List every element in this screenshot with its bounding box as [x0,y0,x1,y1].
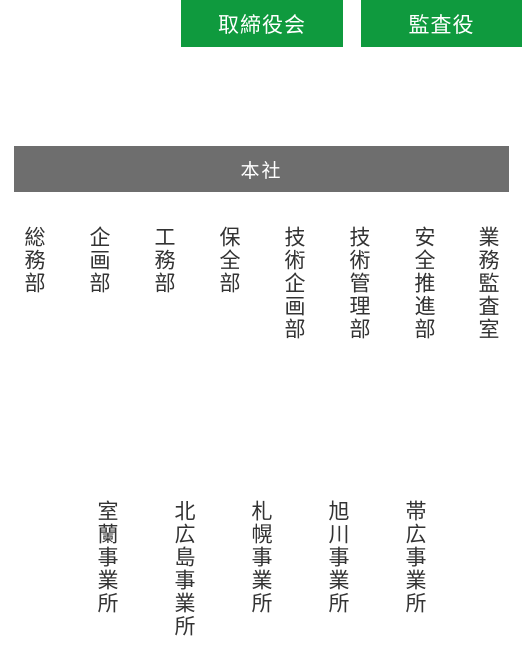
auditor-label: 監査役 [408,12,475,37]
department-technical-planning: 技術企画部 [282,226,306,341]
department-planning: 企画部 [87,226,111,295]
department-internal-audit: 業務監査室 [476,226,500,341]
department-maintenance: 保全部 [217,226,241,295]
office-sapporo: 札幌事業所 [249,500,273,615]
department-technical-management: 技術管理部 [347,226,371,341]
headquarters-label: 本社 [240,159,283,182]
department-general-affairs: 総務部 [22,226,46,295]
board-of-directors-box: 取締役会 [181,0,343,47]
board-label: 取締役会 [218,12,306,37]
headquarters-bar: 本社 [14,146,509,192]
office-kitahiroshima: 北広島事業所 [172,500,196,638]
department-safety-promotion: 安全推進部 [412,226,436,341]
office-asahikawa: 旭川事業所 [326,500,350,615]
office-muroran: 室蘭事業所 [95,500,119,615]
office-obihiro: 帯広事業所 [403,500,427,615]
department-engineering-works: 工務部 [152,226,176,295]
auditor-box: 監査役 [361,0,522,47]
